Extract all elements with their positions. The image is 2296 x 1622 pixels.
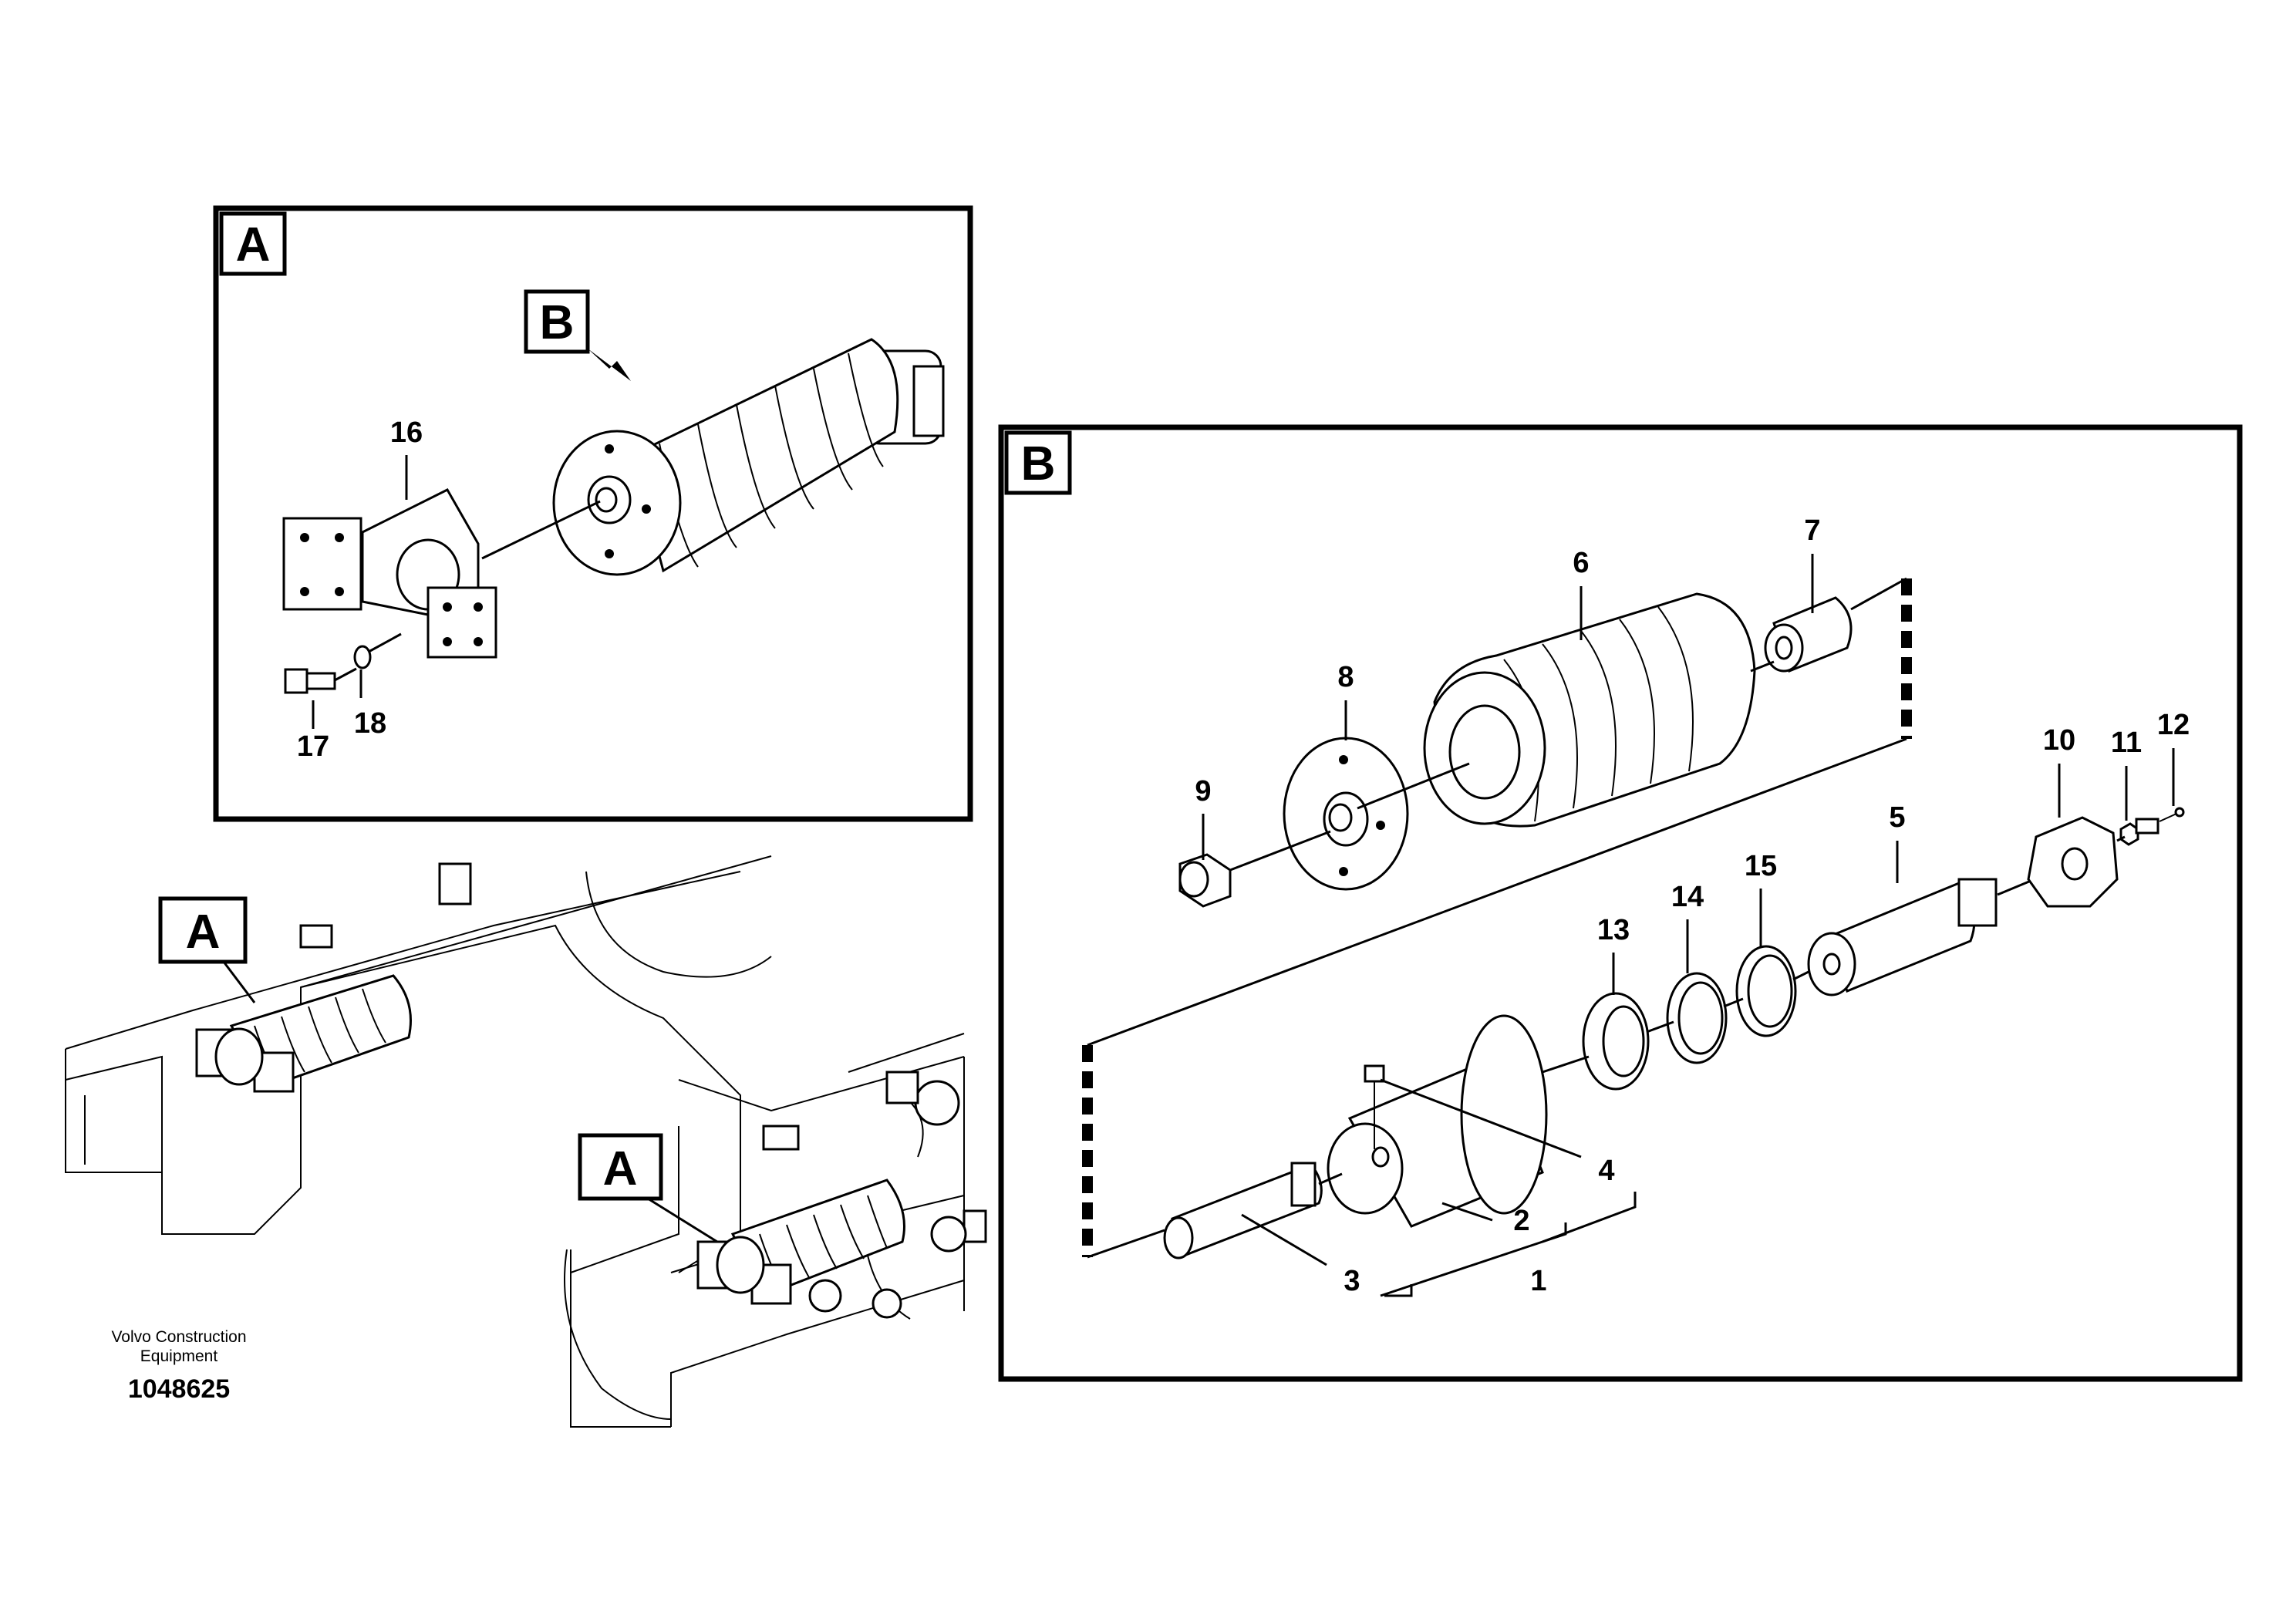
callout-6: 6 [1573, 547, 1589, 579]
ring-13 [1582, 992, 1650, 1091]
view-tag-b-ref: B [540, 296, 575, 349]
cap-12 [2159, 807, 2185, 822]
sleeve-7 [1764, 596, 1853, 673]
piston-5 [1807, 878, 1998, 996]
ring-14 [1666, 972, 1728, 1064]
view-tag-box-b [1004, 430, 1072, 495]
detail-b-view: B [998, 424, 2243, 1382]
view-tag-b: B [1021, 437, 1056, 491]
callout-1: 1 [1530, 1265, 1546, 1297]
view-tag-a: A [236, 218, 271, 271]
spring-assembly-a [552, 338, 945, 576]
cylinder-2 [1327, 1014, 1548, 1228]
callout-13: 13 [1597, 914, 1630, 946]
callout-18: 18 [354, 707, 386, 740]
callout-4: 4 [1598, 1155, 1614, 1187]
view-tag-box-b-ref [524, 289, 590, 354]
callout-17: 17 [297, 730, 329, 763]
callout-14: 14 [1671, 881, 1704, 913]
callout-16: 16 [390, 416, 423, 449]
callout-3: 3 [1344, 1265, 1360, 1297]
plate-8 [1283, 737, 1409, 891]
bolt-4 [1364, 1064, 1385, 1149]
washer-18 [353, 645, 372, 669]
tensioner-upper [195, 974, 412, 1093]
callout-8: 8 [1337, 661, 1354, 693]
view-tag-box-a-upper [158, 896, 248, 964]
brand-line-1: Volvo Construction [111, 1328, 246, 1346]
view-tag-a-upper: A [186, 905, 221, 959]
callout-7: 7 [1804, 514, 1820, 547]
fitting-11 [2119, 818, 2159, 846]
callout-10: 10 [2043, 724, 2075, 757]
detail-a-view: A B [213, 205, 973, 822]
document-number: 1048625 [128, 1374, 230, 1404]
callout-9: 9 [1195, 775, 1211, 808]
brand-block: Volvo Construction Equipment 1048625 [111, 1328, 246, 1404]
bolt-17 [284, 668, 336, 694]
view-tag-box-a [219, 211, 287, 276]
nut-9 [1178, 853, 1232, 908]
bracket-16 [282, 488, 497, 659]
ring-15 [1735, 945, 1797, 1037]
view-tag-a-lower: A [603, 1142, 638, 1195]
reference-arrow [588, 349, 631, 381]
callout-2: 2 [1513, 1205, 1529, 1237]
brand-line-2: Equipment [140, 1347, 218, 1365]
machine-overview: A A [65, 855, 987, 1428]
spring-6 [1423, 592, 1756, 828]
callout-11: 11 [2111, 727, 2142, 759]
nut-10 [2027, 816, 2119, 908]
pin-3 [1163, 1162, 1323, 1259]
view-tag-box-a-lower [578, 1133, 663, 1201]
callout-15: 15 [1745, 850, 1777, 882]
tensioner-lower [696, 1179, 905, 1305]
callout-12: 12 [2157, 709, 2190, 741]
callout-5: 5 [1889, 801, 1905, 834]
